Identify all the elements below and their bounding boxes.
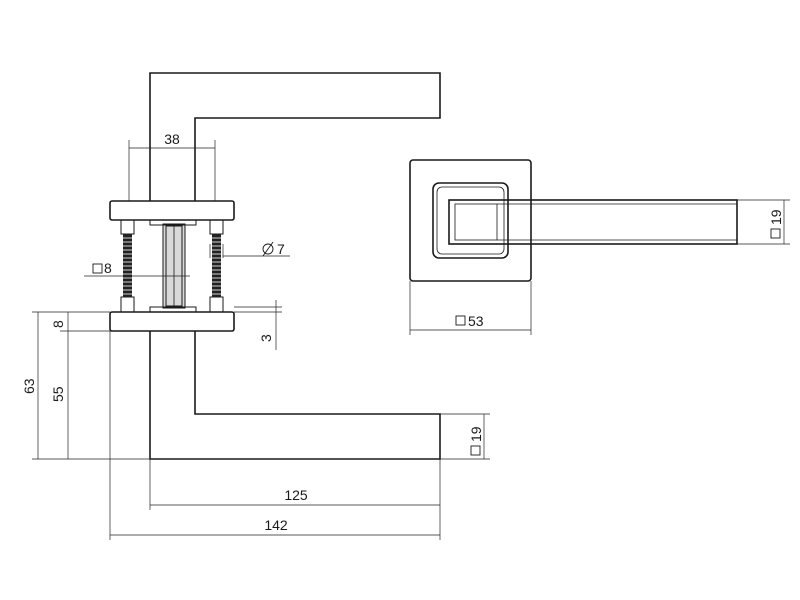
dimension-label-19-side: 19 bbox=[468, 426, 484, 442]
diameter-symbol bbox=[262, 241, 274, 257]
bottom-rose bbox=[109, 311, 235, 332]
dimension-label-53: 53 bbox=[468, 313, 484, 329]
dimension-pin-diameter: 7 bbox=[209, 241, 290, 258]
front-view: 19 53 bbox=[409, 159, 790, 335]
dimension-label-125: 125 bbox=[284, 487, 308, 503]
side-view: 38 7 8 3 bbox=[21, 72, 490, 540]
dimension-lever-length: 125 bbox=[149, 459, 441, 540]
dimension-label-3: 3 bbox=[258, 334, 274, 342]
dimension-label-8-square: 8 bbox=[104, 260, 112, 276]
front-lever-shaft bbox=[448, 199, 738, 245]
dimension-label-7: 7 bbox=[277, 241, 285, 257]
dimension-label-55: 55 bbox=[50, 386, 66, 402]
dimension-lever-section-front: 19 bbox=[737, 199, 790, 245]
bottom-lever-outline bbox=[149, 331, 441, 460]
front-rose-outer bbox=[409, 159, 532, 282]
square-symbol bbox=[92, 263, 103, 274]
dimension-label-142: 142 bbox=[264, 517, 288, 533]
spindle bbox=[149, 219, 197, 313]
dimension-label-38: 38 bbox=[164, 131, 180, 147]
top-rose bbox=[109, 200, 235, 221]
right-screw bbox=[209, 219, 224, 313]
front-lever-chamfer bbox=[454, 203, 498, 241]
front-rose-inner-line bbox=[436, 186, 505, 255]
dimension-label-8: 8 bbox=[50, 320, 66, 328]
square-symbol bbox=[470, 445, 481, 456]
dimension-rose-square-front: 53 bbox=[409, 281, 532, 335]
dimension-spindle-square: 8 bbox=[84, 260, 190, 277]
square-symbol bbox=[455, 315, 466, 326]
dimension-height-total: 63 bbox=[21, 311, 150, 460]
front-rose-inner bbox=[432, 182, 509, 259]
dimension-total-length: 142 bbox=[109, 331, 440, 540]
dimension-label-63: 63 bbox=[21, 378, 37, 394]
dimension-rose-thickness: 8 bbox=[50, 311, 110, 332]
left-screw bbox=[120, 219, 135, 313]
top-lever-outline bbox=[149, 72, 441, 201]
dimension-label-19-front: 19 bbox=[768, 209, 784, 225]
dimension-height-lever: 55 bbox=[50, 331, 69, 459]
dimension-gap: 3 bbox=[234, 300, 282, 350]
dimension-rose-width: 38 bbox=[128, 131, 216, 201]
square-symbol bbox=[770, 228, 781, 239]
dimension-lever-section-side: 19 bbox=[440, 413, 490, 460]
